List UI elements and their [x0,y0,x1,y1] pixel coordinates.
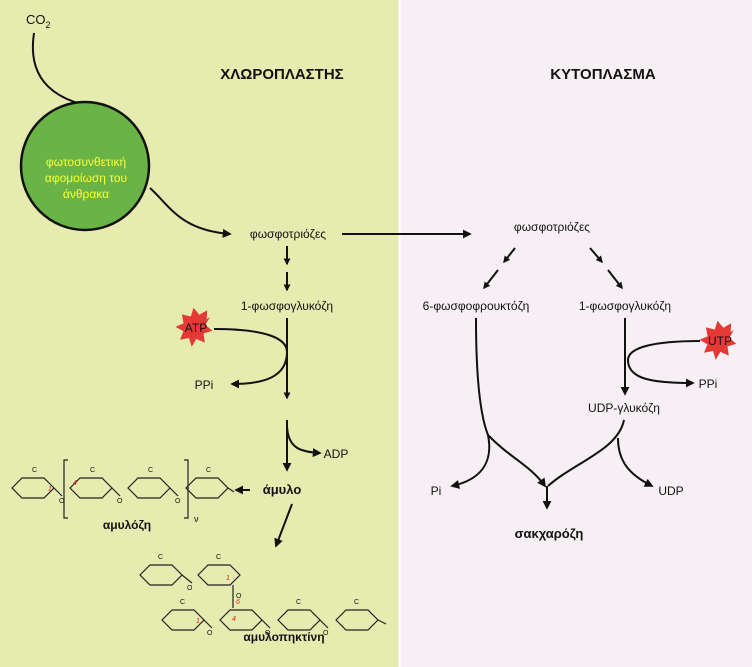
amylopectin-c-3: C [180,599,185,606]
amylose-c-2: C [90,467,95,474]
adp-curve [286,425,322,458]
atp-badge [175,307,213,347]
amylose-c-1: C [32,467,37,474]
amylopectin-o-4: O [265,630,271,637]
amylopectin-num-1a: 1 [226,575,230,582]
circle-text-line1: φωτοσυνθετική [46,155,126,169]
amylose-num-1: 1 [48,486,52,493]
atp-label: ATP [185,321,207,335]
arrow-to-glucose1p-right-a [589,247,603,264]
amylopectin-label: αμυλοπηκτίνη [243,630,324,644]
arrow-to-fructose6p-a [503,247,516,264]
amylose-c-3: C [148,467,153,474]
phosphotrioses-left-label: φωσφοτριόζες [250,227,326,241]
fructose6p-label: 6-φωσφοφρουκτόζη [423,299,530,313]
amylopectin-o-2: O [236,593,242,600]
sucrose-label: σακχαρόζη [515,526,584,541]
starch-to-amylopectin-arrow [274,503,293,548]
udp-curve [617,437,654,487]
circle-text-line3: άνθρακα [63,187,109,201]
glucose1p-right-label: 1-φωσφογλυκόζη [579,299,671,313]
amylose-o-2: O [117,498,123,505]
phosphotrioses-right-label: φωσφοτριόζες [514,220,590,234]
amylose-structure [11,459,235,519]
ppi-right-label: PPi [699,377,718,391]
amylose-o-1: O [59,498,65,505]
udp-glucose-label: UDP-γλυκόζη [588,401,660,415]
cytoplasm-title: ΚΥΤΟΠΛΑΣΜΑ [550,66,656,83]
ppi-left-label: PPi [195,378,214,392]
cytoplasm-panel [399,0,752,667]
amylopectin-structure [139,564,387,631]
utp-ppi-curve [626,340,701,388]
amylose-n-label: ν [194,514,199,524]
amylose-label: αμυλόζη [103,518,151,532]
amylopectin-num-6: 6 [236,599,240,606]
amylopectin-o-5: O [323,630,329,637]
amylopectin-o-1: O [187,585,193,592]
pi-label: Pi [431,484,442,498]
arrow-to-glucose1p-right-b [607,269,623,290]
pi-curve [450,434,491,489]
adp-label: ADP [324,447,349,461]
starch-label: άμυλο [263,482,302,497]
amylopectin-o-3: O [207,630,213,637]
chloroplast-title: ΧΛΩΡΟΠΛΑΣΤΗΣ [220,66,343,83]
amylopectin-c-1: C [158,554,163,561]
amylose-o-3: O [175,498,181,505]
amylopectin-num-4: 4 [232,616,236,623]
glucose1p-left-label: 1-φωσφογλυκόζη [241,299,333,313]
fructose-curve [475,317,547,488]
co2-label: CO2 [26,12,51,30]
udpglucose-curve [547,419,625,487]
carbon-assimilation-circle [19,100,151,232]
amylopectin-c-5: C [354,599,359,606]
utp-badge [699,320,737,360]
amylose-c-4: C [206,467,211,474]
amylose-num-4: 4 [73,480,77,487]
arrow-to-fructose6p-b [483,269,499,290]
utp-label: UTP [708,334,732,348]
circle-to-phosphotrioses-arrow [149,187,232,238]
amylopectin-num-1b: 1 [196,618,200,625]
amylopectin-c-4: C [296,599,301,606]
circle-text-line2: αφομοίωση του [45,171,127,185]
amylopectin-c-2: C [216,554,221,561]
udp-label: UDP [658,484,683,498]
